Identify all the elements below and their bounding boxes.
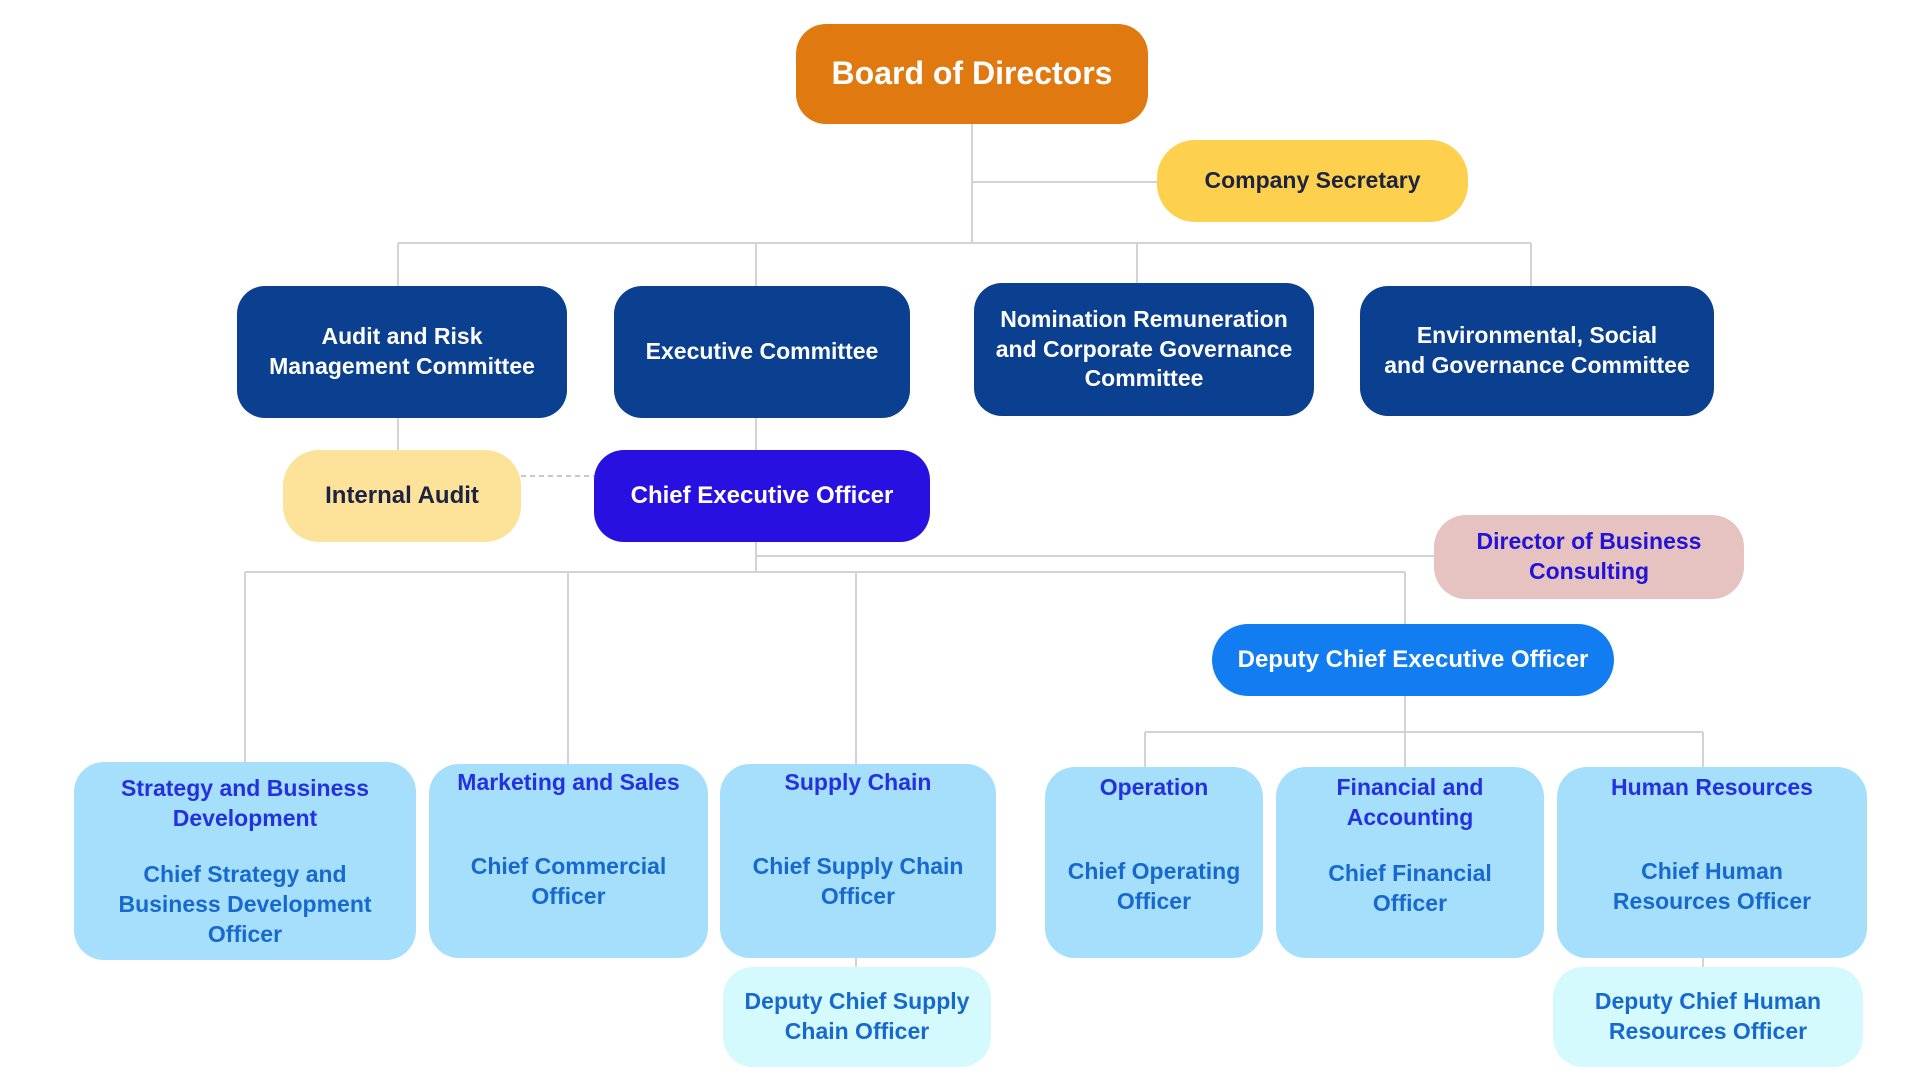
dept-title: Operation [1099, 774, 1209, 800]
dept-officer: Officer [207, 920, 283, 947]
dept-officer: Officer [1116, 887, 1192, 914]
dept-officer: Chief Human [1641, 857, 1783, 884]
dept-title: Human Resources [1611, 774, 1813, 800]
dept-officer: Chief Commercial [470, 852, 667, 879]
nomination-committee-node: Nomination Remuneration and Corporate Go… [974, 283, 1314, 416]
hr-department-node: Human Resources Chief Human Resources Of… [1557, 767, 1867, 958]
dept-officer: Officer [820, 882, 896, 909]
nomination-label-line: Nomination Remuneration [1000, 305, 1288, 332]
deputy-hr-node: Deputy Chief Human Resources Officer [1553, 967, 1863, 1067]
esg-committee-node: Environmental, Social and Governance Com… [1360, 286, 1714, 416]
dept-officer: Business Development [118, 890, 372, 917]
deputy-supply-chain-node: Deputy Chief Supply Chain Officer [723, 967, 991, 1067]
executive-committee-node: Executive Committee [614, 286, 910, 418]
nomination-label-line: Committee [1084, 365, 1204, 392]
board-label: Board of Directors [831, 55, 1113, 92]
deputy-label-line: Deputy Chief Supply [744, 988, 970, 1015]
dept-officer: Chief Operating [1067, 857, 1241, 884]
strategy-department-node: Strategy and Business Development Chief … [74, 762, 416, 960]
deputy-ceo-label: Deputy Chief Executive Officer [1237, 646, 1589, 674]
dept-officer: Chief Supply Chain [752, 852, 964, 879]
audit-risk-committee-node: Audit and Risk Management Committee [237, 286, 567, 418]
company-secretary-label: Company Secretary [1204, 167, 1421, 194]
dept-officer: Resources Officer [1612, 887, 1812, 914]
ceo-label: Chief Executive Officer [630, 482, 894, 510]
audit-risk-label-line: Management Committee [269, 353, 535, 379]
deputy-label-line: Deputy Chief Human [1594, 988, 1822, 1015]
esg-label-line: Environmental, Social [1416, 322, 1658, 349]
audit-risk-label-line: Audit and Risk [321, 323, 483, 350]
dbc-label-line: Consulting [1528, 558, 1650, 584]
nomination-label-line: and Corporate Governance [995, 335, 1293, 362]
dept-officer: Chief Financial [1328, 859, 1492, 886]
dept-title: Marketing and Sales [457, 769, 680, 795]
executive-committee-label: Executive Committee [645, 338, 879, 365]
deputy-label-line: Resources Officer [1608, 1018, 1808, 1044]
deputy-label-line: Chain Officer [784, 1018, 930, 1044]
deputy-ceo-node: Deputy Chief Executive Officer [1212, 624, 1614, 696]
ceo-node: Chief Executive Officer [594, 450, 930, 542]
director-business-consulting-node: Director of Business Consulting [1434, 515, 1744, 599]
finance-department-node: Financial and Accounting Chief Financial… [1276, 767, 1544, 958]
board-of-directors-node: Board of Directors [796, 24, 1148, 124]
dept-officer: Officer [1372, 889, 1448, 916]
dept-title: Accounting [1346, 803, 1474, 830]
dept-title: Supply Chain [784, 769, 932, 795]
supply-chain-department-node: Supply Chain Chief Supply Chain Officer [720, 764, 996, 958]
dbc-label-line: Director of Business [1476, 528, 1702, 555]
dept-title: Strategy and Business [121, 775, 369, 801]
operation-department-node: Operation Chief Operating Officer [1045, 767, 1263, 958]
company-secretary-node: Company Secretary [1157, 140, 1468, 222]
dept-title: Financial and [1336, 774, 1484, 800]
esg-label-line: and Governance Committee [1384, 352, 1690, 378]
dept-officer: Chief Strategy and [143, 860, 347, 887]
dept-officer: Officer [531, 882, 606, 909]
marketing-department-node: Marketing and Sales Chief Commercial Off… [429, 764, 708, 958]
internal-audit-node: Internal Audit [283, 450, 521, 542]
internal-audit-label: Internal Audit [325, 482, 479, 510]
dept-title: Development [172, 804, 318, 831]
